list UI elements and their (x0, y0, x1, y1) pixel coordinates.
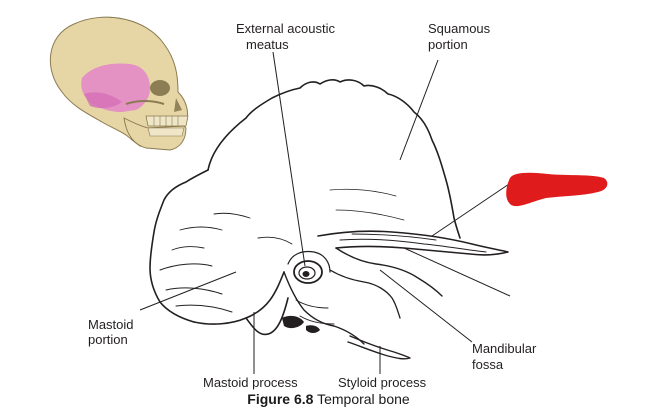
zygomatic-process (317, 230, 509, 256)
skull-icon (49, 16, 189, 151)
external-acoustic-meatus (287, 250, 331, 284)
label-mastoid-portion-line1: Mastoid (88, 317, 134, 332)
leader-mandibular-fossa (379, 269, 473, 343)
label-squamous-portion-line2: portion (428, 37, 468, 52)
red-annotation-mark (506, 172, 608, 207)
leader-external-acoustic-meatus (272, 51, 306, 267)
squamous-outline (207, 79, 461, 239)
label-mastoid-process: Mastoid process (203, 375, 298, 390)
styloid-process-outline (347, 335, 411, 360)
figure-caption: Figure 6.8 Temporal bone (0, 391, 657, 407)
mastoid-outline (193, 271, 285, 325)
leader-squamous-portion (399, 59, 439, 161)
label-external-acoustic-meatus-line2: meatus (246, 37, 289, 52)
label-mandibular-fossa-line1: Mandibular (472, 341, 537, 356)
temporal-bone-illustration (149, 79, 509, 360)
leader-unlabeled-pointer (431, 179, 516, 237)
leader-mastoid-portion (139, 271, 237, 311)
label-mandibular-fossa-line2: fossa (472, 357, 504, 372)
label-squamous-portion-line1: Squamous (428, 21, 491, 36)
leader-lower-right (403, 247, 511, 297)
posterior-outline (149, 169, 209, 323)
label-external-acoustic-meatus-line1: External acoustic (236, 21, 335, 36)
label-mastoid-portion-line2: portion (88, 332, 128, 347)
figure-number: Figure 6.8 (247, 391, 314, 407)
label-styloid-process: Styloid process (338, 375, 427, 390)
leader-lines (139, 51, 516, 374)
mandibular-fossa-outline (329, 269, 401, 319)
figure-title: Temporal bone (317, 391, 410, 407)
